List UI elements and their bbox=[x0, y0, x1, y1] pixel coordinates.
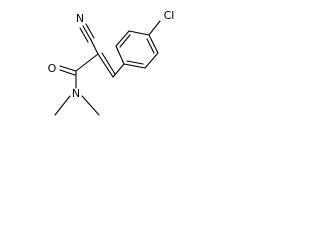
ring-bond-2 bbox=[115, 30, 130, 47]
ring-bond-1 bbox=[115, 45, 125, 65]
chlorine-label: Cl bbox=[164, 9, 175, 22]
ring-bond-6 bbox=[123, 63, 146, 69]
carbonyl-double-bond-a bbox=[59, 65, 77, 72]
carbonyl-double-bond-b bbox=[59, 69, 76, 76]
n-methyl-bond-left bbox=[54, 95, 71, 116]
alkene-double-bond-a bbox=[97, 53, 114, 78]
vinyl-to-ring-bond bbox=[112, 63, 125, 78]
svg-text:Cl: Cl bbox=[164, 9, 175, 22]
structure-canvas: N Cl O N bbox=[0, 0, 199, 138]
nitrile-c-bond bbox=[90, 39, 99, 55]
c-cl-bond bbox=[148, 20, 161, 36]
nitrile-triple-bond-1 bbox=[82, 25, 92, 41]
alpha-to-carbonyl-bond bbox=[75, 53, 99, 72]
svg-text:N: N bbox=[76, 12, 84, 25]
nitrile-nitrogen-label: N bbox=[76, 12, 84, 25]
ring-inner-double-3 bbox=[126, 60, 144, 65]
n-methyl-bond-right bbox=[81, 95, 100, 116]
nitrile-triple-bond-3 bbox=[79, 27, 89, 43]
svg-text:O: O bbox=[48, 62, 57, 75]
nitrile-triple-bond-2 bbox=[85, 23, 95, 39]
ring-bond-5 bbox=[144, 52, 159, 69]
svg-text:N: N bbox=[72, 87, 80, 100]
chemical-structure-diagram: N Cl O N bbox=[48, 9, 175, 116]
amide-nitrogen-label: N bbox=[72, 87, 80, 100]
alkene-double-bond-b bbox=[101, 52, 116, 75]
ring-bond-4 bbox=[148, 34, 159, 54]
ring-bond-3 bbox=[128, 30, 150, 36]
ring-inner-double-2 bbox=[146, 38, 155, 54]
ring-inner-double-1 bbox=[119, 34, 131, 48]
carbonyl-oxygen-label: O bbox=[48, 62, 57, 75]
